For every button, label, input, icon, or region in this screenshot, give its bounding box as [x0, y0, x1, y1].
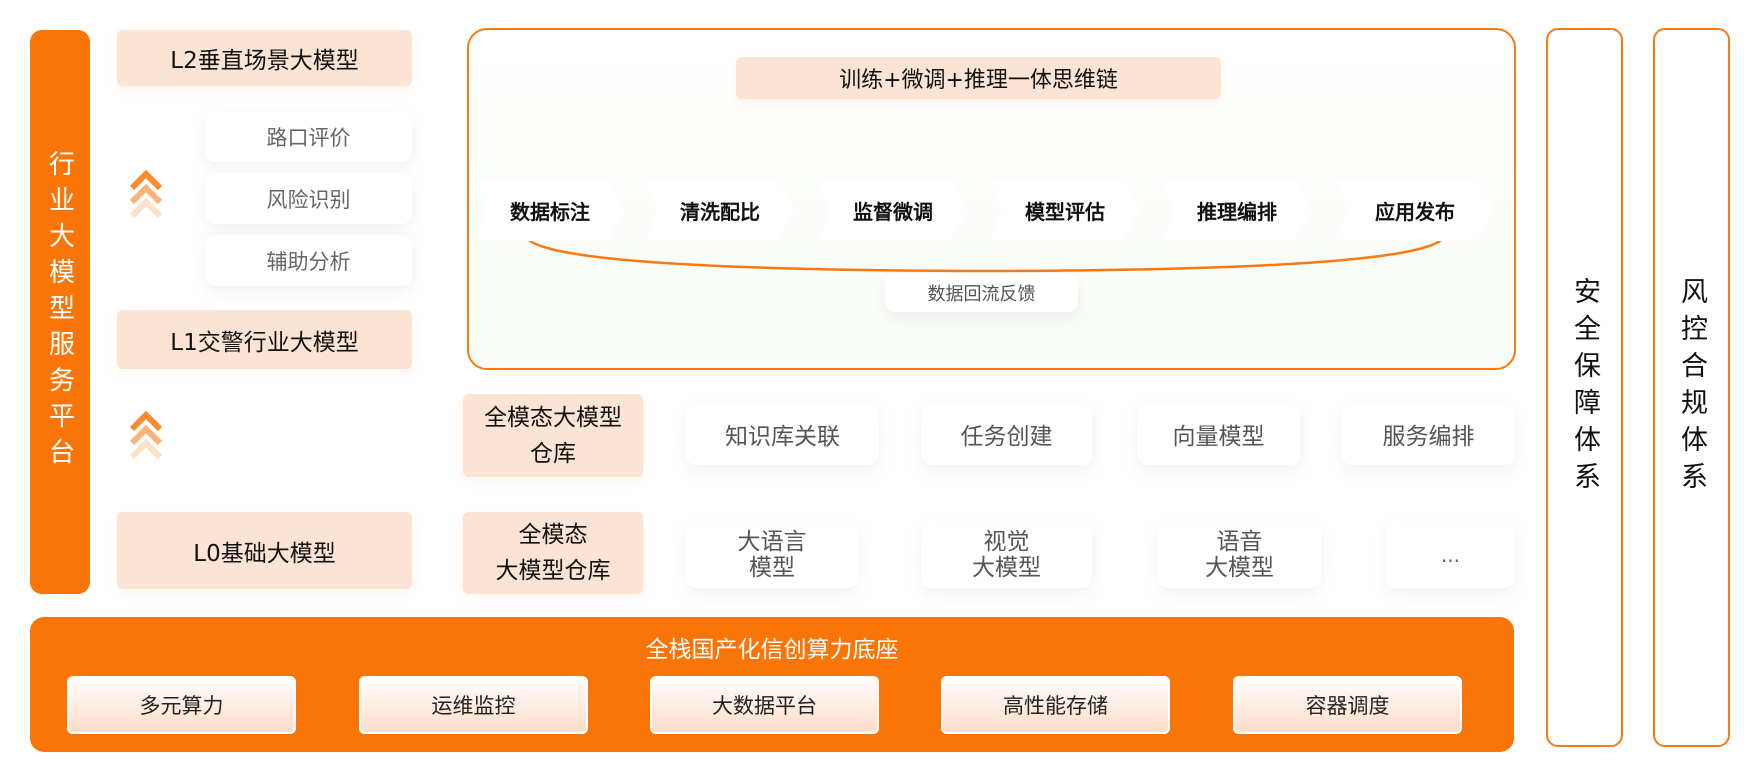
feedback-loop: [523, 232, 1447, 273]
step-label: 推理编排: [1197, 199, 1277, 224]
chain-step: 模型评估: [990, 179, 1140, 241]
step-label: 模型评估: [1025, 199, 1105, 224]
base-item: 运维监控: [359, 676, 588, 734]
up-arrow-icon: [129, 410, 163, 460]
chain-step: 应用发布: [1335, 179, 1495, 241]
l2-item-0: 路口评价: [205, 112, 412, 162]
l2-item-2: 辅助分析: [205, 235, 412, 286]
base-item: 多元算力: [67, 676, 296, 734]
label-line: 语音: [1216, 528, 1263, 555]
label-line: 全模态: [518, 522, 588, 548]
warehouse-item: 知识库关联: [686, 403, 879, 465]
step-label: 清洗配比: [680, 199, 760, 224]
chain-title: 训练+微调+推理一体思维链: [736, 57, 1221, 99]
up-arrow-icon: [129, 169, 163, 219]
label-line: 模型: [749, 554, 795, 581]
compliance-system: 风控合规体系: [1653, 28, 1730, 747]
warehouse-item: 向量模型: [1137, 403, 1300, 465]
model-item: 大语言模型: [686, 521, 858, 588]
l2-model-box: L2垂直场景大模型: [117, 30, 412, 86]
platform-bar: 行业大模型服务平台: [30, 30, 90, 594]
chain-step: 监督微调: [818, 179, 968, 241]
l2-item-1: 风险识别: [205, 174, 412, 224]
chain-step: 清洗配比: [645, 179, 795, 241]
base-title: 全栈国产化信创算力底座: [645, 637, 899, 663]
l1-model-box: L1交警行业大模型: [117, 310, 412, 369]
model-warehouse-box: 全模态大模型仓库: [463, 512, 643, 594]
chain-step: 推理编排: [1162, 179, 1312, 241]
warehouse-item: 任务创建: [921, 403, 1092, 465]
step-label: 应用发布: [1375, 199, 1455, 224]
warehouse-box: 全模态大模型仓库: [463, 394, 643, 477]
base-item: 大数据平台: [650, 676, 879, 734]
base-item: 容器调度: [1233, 676, 1462, 734]
warehouse-item: 服务编排: [1342, 403, 1515, 465]
label-line: 大模型: [972, 554, 1041, 581]
label-line: 大模型仓库: [495, 558, 611, 584]
feedback-label: 数据回流反馈: [885, 273, 1078, 312]
label-line: 视觉: [983, 528, 1030, 555]
l0-model-box: L0基础大模型: [117, 512, 412, 589]
chain-step: 数据标注: [475, 179, 625, 241]
more-item: ...: [1386, 521, 1515, 588]
step-label: 数据标注: [510, 199, 590, 224]
label-line: 大语言: [737, 528, 807, 555]
base-item: 高性能存储: [941, 676, 1170, 734]
model-item: 视觉大模型: [921, 521, 1092, 588]
model-item: 语音大模型: [1158, 521, 1321, 588]
step-label: 监督微调: [853, 199, 933, 224]
security-system: 安全保障体系: [1546, 28, 1623, 747]
label-line: 大模型: [1205, 554, 1274, 581]
